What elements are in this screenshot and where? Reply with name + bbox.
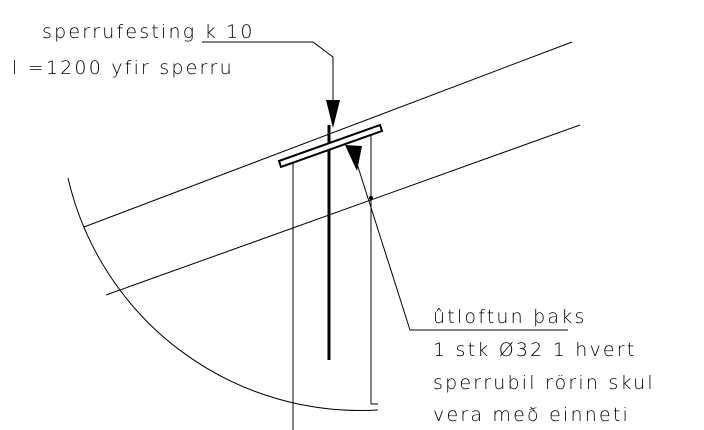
top-leader-line xyxy=(202,41,334,118)
top-label-line2: l =1200 yfir sperru xyxy=(12,57,234,79)
bottom-label-line3: sperrubil rörin skul xyxy=(433,372,655,394)
bottom-leader-line xyxy=(351,147,568,331)
top-leader-arrowhead xyxy=(326,100,340,128)
rafter-intersection-dot xyxy=(369,196,373,200)
section-arc xyxy=(67,177,379,411)
bottom-leader-arrowhead xyxy=(345,145,362,171)
rafter-bottom-edge xyxy=(105,124,581,296)
bottom-label-line4: vera með einneti xyxy=(433,404,630,426)
bottom-label-line1: ûtloftun þaks xyxy=(433,306,587,328)
top-label-line1: sperrufesting k 10 xyxy=(42,21,255,43)
fastening-plate xyxy=(277,123,384,169)
bottom-label-line2: 1 stk Ø32 1 hvert xyxy=(433,339,636,361)
